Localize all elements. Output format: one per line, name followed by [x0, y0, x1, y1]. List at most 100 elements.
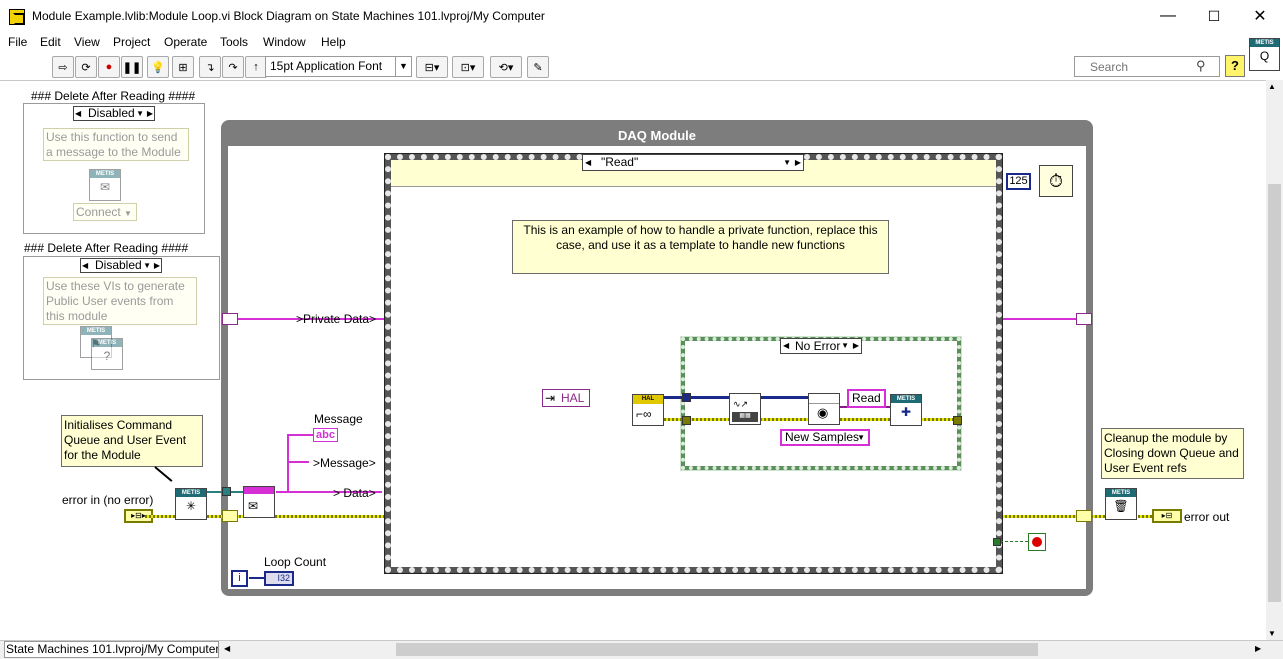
case-selector-value: "Read": [601, 155, 639, 169]
step-into-icon[interactable]: ↴: [199, 56, 221, 78]
vertical-scroll-thumb[interactable]: [1268, 184, 1281, 602]
pause-icon[interactable]: ❚❚: [121, 56, 143, 78]
message-const-wire[interactable]: [287, 434, 313, 436]
error-out-terminal[interactable]: ▸⊟: [1152, 509, 1182, 523]
message-string-indicator[interactable]: abc: [313, 428, 338, 442]
hal-node-header: HAL: [633, 395, 663, 404]
trash-icon: 🗑: [1113, 499, 1129, 513]
envelope-icon: ✉: [99, 180, 111, 194]
inner-error-tunnel[interactable]: [682, 416, 691, 425]
note2-disable-ring[interactable]: ◀ Disabled ▼ ▶: [80, 258, 162, 273]
iteration-terminal[interactable]: i: [231, 570, 248, 587]
run-arrow-icon[interactable]: ⇨: [52, 56, 74, 78]
scroll-right-icon[interactable]: ▶: [1255, 644, 1262, 653]
stop-condition[interactable]: [1028, 533, 1046, 551]
private-data-shift-register-right[interactable]: [1076, 313, 1092, 325]
chevron-down-icon: ▼: [783, 158, 791, 167]
init-module-vi[interactable]: METIS ✳: [175, 488, 207, 520]
unbundle-hal[interactable]: ⇥ HAL: [542, 389, 590, 407]
error-wire-cleanup[interactable]: [1091, 515, 1105, 518]
message-term-wire[interactable]: [287, 461, 309, 463]
metronome-wait-icon[interactable]: ⏱: [1039, 165, 1073, 197]
menu-project[interactable]: Project: [113, 35, 151, 49]
envelope-icon: ✉: [248, 499, 259, 513]
metis-header: METIS: [90, 170, 120, 178]
queue-tunnel[interactable]: [222, 487, 231, 496]
run-continuously-icon[interactable]: ⟳: [75, 56, 97, 78]
case-selector[interactable]: ◀ "Read" ▼ ▶: [582, 154, 804, 171]
error-wire-out[interactable]: [985, 515, 1085, 518]
wait-ms-constant[interactable]: 125: [1006, 173, 1031, 190]
search-icon[interactable]: ⚲: [1196, 58, 1206, 73]
horizontal-scroll-thumb[interactable]: [396, 643, 1038, 656]
iteration-wire[interactable]: [249, 577, 264, 579]
metis-header: METIS: [891, 395, 921, 403]
cleanup-diagram-icon[interactable]: ✎: [527, 56, 549, 78]
scroll-down-icon[interactable]: ▼: [1268, 629, 1276, 638]
left-arrow-icon: ◀: [75, 109, 82, 118]
right-arrow-icon: ▶: [153, 261, 160, 270]
search-input[interactable]: [1074, 56, 1220, 77]
event-type-ring[interactable]: New Samples ▼: [780, 429, 870, 446]
error-shift-register-left[interactable]: [222, 510, 238, 522]
event-header: [809, 394, 839, 404]
generate-event-vi[interactable]: ◉: [808, 393, 840, 425]
highlight-execution-icon[interactable]: 💡: [147, 56, 169, 78]
menu-edit[interactable]: Edit: [40, 35, 61, 49]
private-data-shift-register-left[interactable]: [222, 313, 238, 325]
data-wire[interactable]: [276, 491, 382, 493]
hal-ref-wire[interactable]: [664, 396, 686, 399]
close-button[interactable]: ✕: [1253, 8, 1267, 25]
reorder-icon[interactable]: ⟲▾: [490, 56, 522, 78]
error-wire[interactable]: [207, 515, 385, 518]
retain-wire-values-icon[interactable]: ⊞: [172, 56, 194, 78]
maximize-button[interactable]: ☐: [1207, 7, 1221, 24]
hal-read-vi[interactable]: HAL ⌐∞: [632, 394, 664, 426]
vi-icon-connector[interactable]: METIS Q: [1249, 38, 1280, 71]
error-wire-terminal[interactable]: [1138, 515, 1152, 518]
minimize-button[interactable]: —: [1160, 7, 1176, 24]
step-out-icon[interactable]: ↑: [245, 56, 267, 78]
inner-error-tunnel-out[interactable]: [953, 416, 962, 425]
menu-window[interactable]: Window: [263, 35, 306, 49]
note1-disable-ring[interactable]: ◀ Disabled ▼ ▶: [73, 106, 155, 121]
menu-help[interactable]: Help: [321, 35, 346, 49]
align-objects-icon[interactable]: ⊟▾: [416, 56, 448, 78]
distribute-objects-icon[interactable]: ⊡▾: [452, 56, 484, 78]
message-branch-wire[interactable]: [287, 434, 289, 492]
context-help-button[interactable]: ?: [1225, 55, 1245, 77]
send-public-event-vi[interactable]: METIS ✚: [890, 394, 922, 426]
font-select[interactable]: 15pt Application Font ▼: [265, 56, 412, 77]
daqmx-read-vi[interactable]: ∿↗ ▦▦: [729, 393, 761, 425]
dequeue-message-vi[interactable]: ✉: [243, 486, 275, 518]
menu-view[interactable]: View: [74, 35, 100, 49]
stop-wire[interactable]: [995, 541, 1028, 543]
private-data-wire[interactable]: [236, 318, 386, 320]
user-event-vi-icon-2[interactable]: METIS ?: [91, 338, 123, 370]
step-over-icon[interactable]: ↷: [222, 56, 244, 78]
stop-tunnel[interactable]: [993, 538, 1001, 546]
send-message-vi-icon[interactable]: METIS ✉: [89, 169, 121, 201]
daq-chip-icon: ▦▦: [732, 412, 758, 422]
cleanup-module-vi[interactable]: METIS 🗑: [1105, 488, 1137, 520]
scroll-left-icon[interactable]: ◀: [224, 644, 231, 653]
menu-operate[interactable]: Operate: [164, 35, 208, 49]
menu-file[interactable]: File: [8, 35, 28, 49]
loop-count-indicator[interactable]: I32: [264, 571, 294, 586]
inner-ref-tunnel[interactable]: [682, 393, 691, 402]
samples-wire[interactable]: [760, 396, 808, 399]
private-data-wire-out[interactable]: [1003, 318, 1081, 320]
error-case-value: No Error: [795, 339, 841, 353]
error-wire-in[interactable]: [145, 515, 175, 518]
read-string-constant[interactable]: Read: [847, 389, 886, 408]
error-shift-register-right[interactable]: [1076, 510, 1092, 522]
error-case-selector[interactable]: ◀ No Error ▼ ▶: [780, 338, 862, 354]
message-label: Message: [314, 412, 363, 426]
scroll-up-icon[interactable]: ▲: [1268, 82, 1276, 91]
metis-header: METIS: [92, 339, 122, 347]
chevron-down-icon: ▼: [857, 433, 865, 442]
connect-ring[interactable]: Connect ▼: [73, 203, 137, 221]
abort-icon[interactable]: ●: [98, 56, 120, 78]
hal-ref-wire-inner[interactable]: [690, 396, 730, 399]
menu-tools[interactable]: Tools: [220, 35, 249, 49]
